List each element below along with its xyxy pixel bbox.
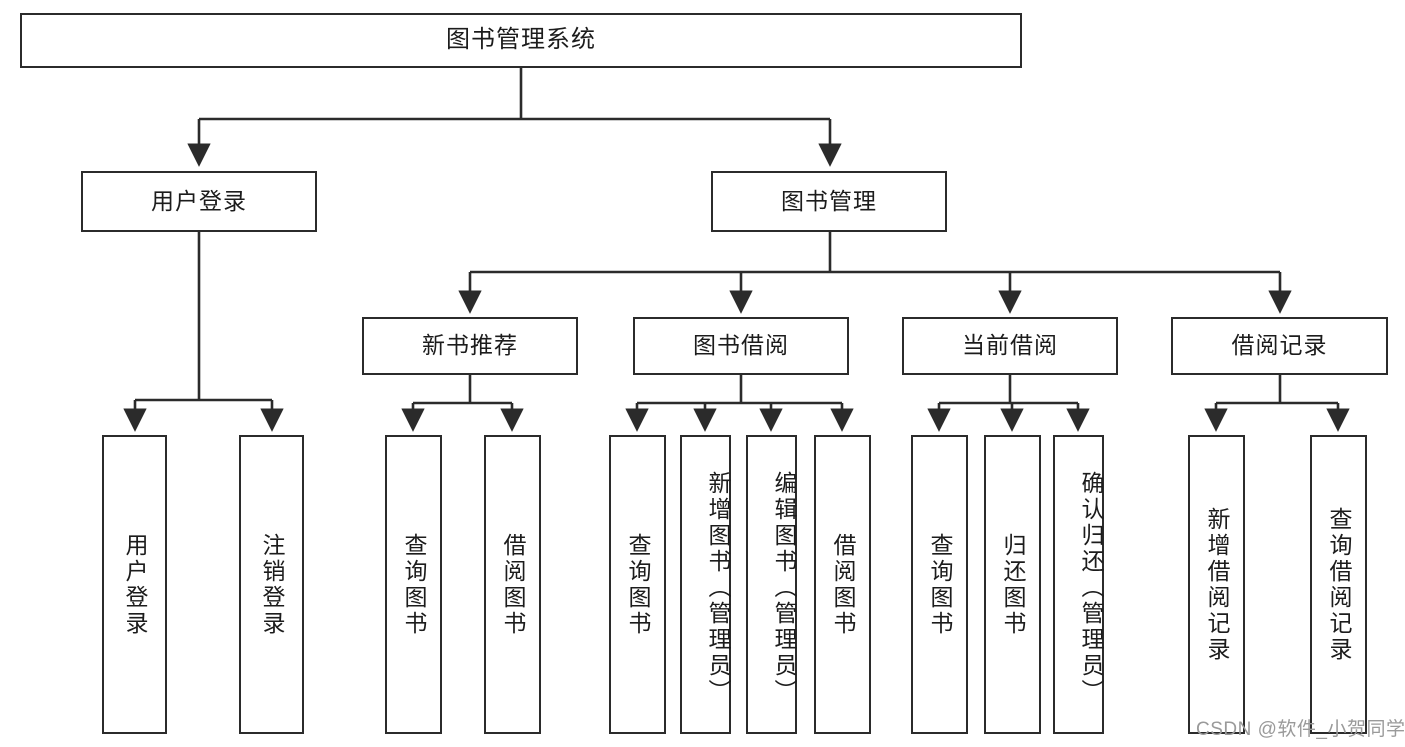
node-label: 借阅图书 [500,532,526,637]
leaf-add-book-admin[interactable]: 新增图书（管理员） [680,435,731,734]
leaf-return-book[interactable]: 归还图书 [984,435,1041,734]
node-book-borrowing[interactable]: 图书借阅 [633,317,849,375]
leaf-query-book-2[interactable]: 查询图书 [609,435,666,734]
node-label: 查询借阅记录 [1326,506,1352,663]
node-label: 当前借阅 [962,332,1058,359]
node-label: 新增借阅记录 [1204,506,1230,663]
node-root-book-management-system[interactable]: 图书管理系统 [20,13,1022,68]
node-label: 用户登录 [151,187,247,214]
leaf-confirm-return-admin[interactable]: 确认归还（管理员） [1053,435,1104,734]
node-current-borrowing[interactable]: 当前借阅 [902,317,1118,375]
node-label: 图书借阅 [693,332,789,359]
node-label: 编辑图书（管理员） [771,470,797,705]
node-label: 图书管理 [781,187,877,214]
node-label: 用户登录 [122,532,148,637]
node-label: 查询图书 [927,532,953,637]
leaf-add-borrow-record[interactable]: 新增借阅记录 [1188,435,1245,734]
leaf-user-login[interactable]: 用户登录 [102,435,167,734]
leaf-borrow-book-2[interactable]: 借阅图书 [814,435,871,734]
node-label: 新增图书（管理员） [705,470,731,705]
node-user-login[interactable]: 用户登录 [81,171,317,232]
leaf-query-book-3[interactable]: 查询图书 [911,435,968,734]
node-label: 借阅图书 [830,532,856,637]
node-label: 确认归还（管理员） [1078,470,1104,705]
leaf-logout[interactable]: 注销登录 [239,435,304,734]
node-new-book-recommendation[interactable]: 新书推荐 [362,317,578,375]
leaf-query-book-1[interactable]: 查询图书 [385,435,442,734]
node-book-management[interactable]: 图书管理 [711,171,947,232]
node-label: 查询图书 [625,532,651,637]
node-label: 新书推荐 [422,332,518,359]
node-borrowing-records[interactable]: 借阅记录 [1171,317,1388,375]
node-label: 归还图书 [1000,532,1026,637]
leaf-query-borrow-record[interactable]: 查询借阅记录 [1310,435,1367,734]
node-label: 图书管理系统 [446,26,596,54]
node-label: 注销登录 [259,532,285,637]
node-label: 借阅记录 [1231,332,1328,359]
leaf-edit-book-admin[interactable]: 编辑图书（管理员） [746,435,797,734]
node-label: 查询图书 [401,532,427,637]
leaf-borrow-book-1[interactable]: 借阅图书 [484,435,541,734]
csdn-watermark: CSDN @软件_小贺同学 [1196,719,1405,740]
